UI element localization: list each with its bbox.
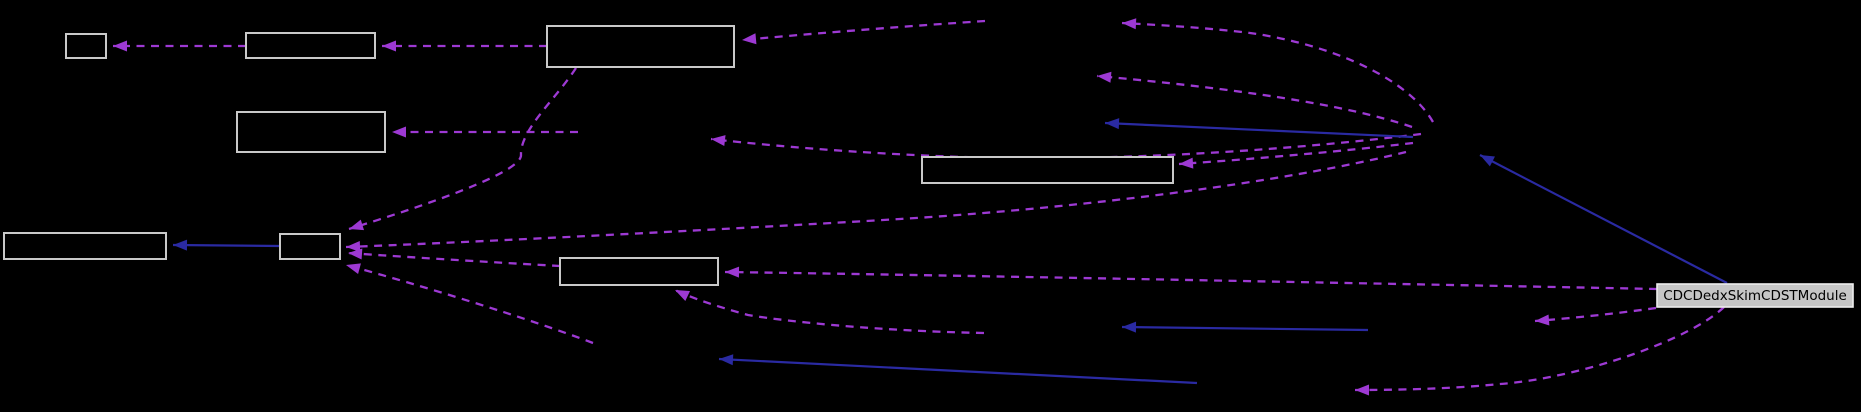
node-c[interactable] <box>546 25 735 68</box>
inherit-edge-hub-left <box>1104 118 1414 139</box>
usage-edge-lower-to-h <box>674 288 985 335</box>
node-b[interactable] <box>245 32 376 59</box>
inherit-edge-main-to-hub <box>1479 154 1728 284</box>
node-main-label: CDCDedxSkimCDSTModule <box>1663 288 1847 304</box>
node-d[interactable] <box>236 111 386 153</box>
usage-edge-hub-to-g <box>345 150 1407 252</box>
node-main: CDCDedxSkimCDSTModule <box>1656 283 1854 308</box>
usage-edge-c-to-g <box>348 67 577 231</box>
inherit-edge-bottom <box>718 354 1198 385</box>
usage-edge-hub-over-e <box>710 132 1422 160</box>
usage-edge-hub-top-curve <box>1121 18 1434 123</box>
node-a[interactable] <box>65 33 107 59</box>
inherit-edge-g-to-f <box>172 239 281 251</box>
node-h[interactable] <box>559 257 719 286</box>
usage-edge-main-bottom-curve <box>1354 306 1725 396</box>
usage-edge-main-short-left <box>1534 306 1657 326</box>
node-g[interactable] <box>279 233 341 260</box>
inherit-edge-mid-right <box>1121 321 1369 333</box>
usage-edge-right-to-c <box>741 19 986 45</box>
node-f[interactable] <box>3 232 167 260</box>
usage-edge-main-to-h <box>724 266 1658 291</box>
node-e[interactable] <box>921 156 1174 184</box>
usage-edge-hub-to-e <box>1178 141 1414 169</box>
usage-edge-h-to-g <box>347 248 561 268</box>
usage-edge-hub-upper-curve <box>1096 71 1413 129</box>
usage-edge-lower-to-g <box>345 263 594 345</box>
